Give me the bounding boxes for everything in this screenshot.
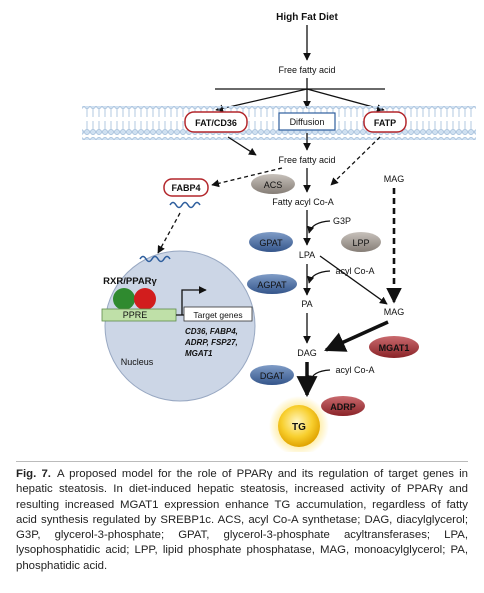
ffa-top-label: Free fatty acid [278, 65, 335, 75]
gene-list-line-1: CD36, FABP4, [185, 327, 238, 336]
gene-list-line-2: ADRP, FSP27, [184, 338, 238, 347]
dgat-label: DGAT [260, 371, 285, 381]
arrow-mag-to-dag [324, 320, 389, 352]
arrow-ffa-to-fabp4 [211, 167, 283, 188]
mgat1-enzyme [369, 336, 419, 358]
dag-label: DAG [297, 348, 317, 358]
target-genes-label: Target genes [193, 310, 242, 320]
lpp-label: LPP [352, 238, 369, 248]
acyl-coa-1-label: acyl Co-A [335, 266, 374, 276]
dgat-enzyme [250, 365, 294, 385]
tg-droplet [278, 405, 320, 447]
fabp4-label: FABP4 [171, 183, 200, 193]
mag-top-label: MAG [384, 174, 405, 184]
adrp-label: ADRP [330, 402, 356, 412]
fabp4-mrna-icon [169, 201, 201, 209]
ffa-mid-label: Free fatty acid [278, 155, 335, 165]
rxr-receptor [113, 288, 135, 310]
arrow-lpa-to-mag [319, 255, 388, 305]
arrow-g3p-in [307, 220, 331, 234]
arrow-fatcd36-in [227, 136, 257, 156]
lpa-label: LPA [299, 250, 315, 260]
pa-label: PA [301, 299, 312, 309]
adrp-protein [321, 396, 365, 416]
pathway-diagram: High Fat Diet Free fatty acid FAT/CD36 D… [82, 12, 476, 456]
fabp4-box [163, 178, 209, 197]
gpat-label: GPAT [259, 238, 283, 248]
nucleus [104, 250, 256, 402]
diffusion-box [278, 112, 336, 131]
diffusion-label: Diffusion [290, 117, 325, 127]
arrow-acylcoa1-in [307, 270, 331, 284]
acs-label: ACS [264, 180, 283, 190]
caption-text: A proposed model for the role of PPARγ a… [16, 468, 468, 572]
nucleus-label: Nucleus [121, 357, 154, 367]
arrow-fabp4-to-nucleus [157, 212, 181, 254]
fatty-acyl-coa-label: Fatty acyl Co-A [272, 197, 334, 207]
fatcd36-label: FAT/CD36 [195, 118, 237, 128]
gpat-enzyme [249, 232, 293, 252]
fatp-label: FATP [374, 118, 396, 128]
ppar-receptor [134, 288, 156, 310]
arrow-acylcoa2-in [307, 369, 331, 383]
fatp-box [363, 111, 407, 133]
mgat1-label: MGAT1 [379, 343, 410, 353]
diagram-title: High Fat Diet [276, 12, 338, 23]
figure-caption: Fig. 7.A proposed model for the role of … [16, 461, 468, 592]
arrow-fatp-in [330, 136, 381, 186]
gene-list-line-3: MGAT1 [185, 349, 213, 358]
tg-label: TG [292, 422, 306, 433]
acs-enzyme [251, 174, 295, 194]
ppre-label: PPRE [123, 310, 148, 320]
target-genes-box [183, 306, 253, 322]
fatcd36-box [184, 111, 248, 133]
acyl-coa-2-label: acyl Co-A [335, 365, 374, 375]
figure-label: Fig. 7. [16, 468, 51, 480]
agpat-enzyme [247, 274, 297, 294]
transcription-arrow [181, 286, 207, 315]
mag-mid-label: MAG [384, 307, 405, 317]
rxr-ppar-label: RXR/PPARγ [103, 276, 157, 287]
pathway-svg: High Fat Diet Free fatty acid FAT/CD36 D… [82, 12, 476, 456]
nucleus-mrna-icon [139, 255, 171, 263]
g3p-label: G3P [333, 216, 351, 226]
lpp-enzyme [341, 232, 381, 252]
agpat-label: AGPAT [257, 280, 287, 290]
